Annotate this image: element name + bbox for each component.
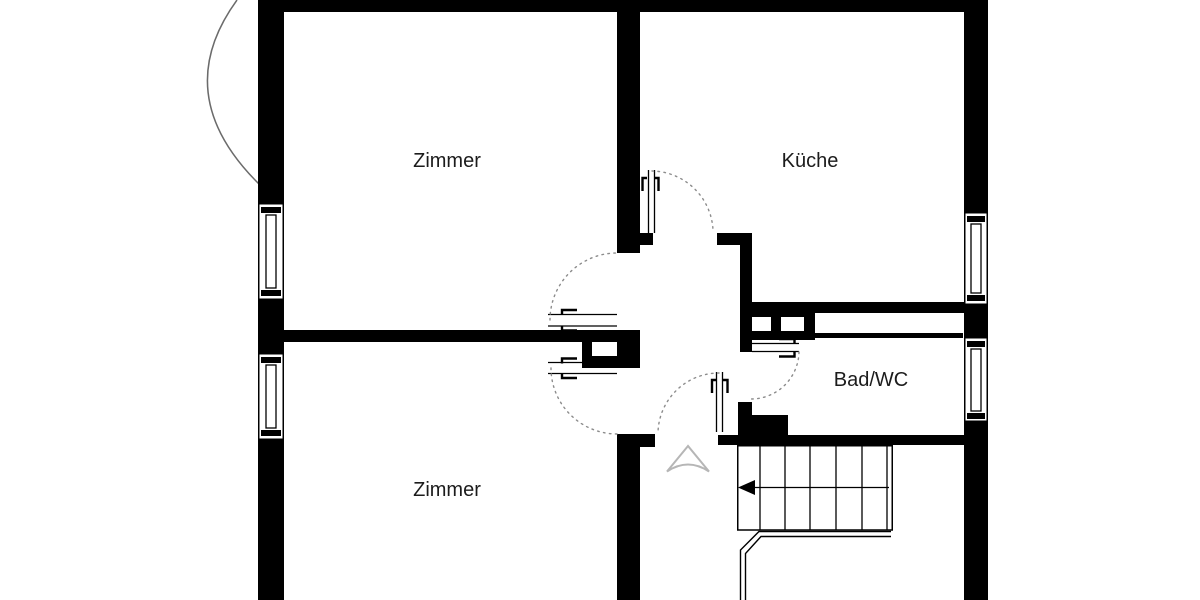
chimney-shaft-opening xyxy=(592,342,617,356)
window-frame xyxy=(964,337,988,422)
badwc-frame-slot-left xyxy=(752,317,771,331)
door-swing-arc xyxy=(549,252,618,321)
window-right-kueche xyxy=(964,212,988,305)
door-leaf xyxy=(647,170,656,233)
window-glazing xyxy=(265,214,277,289)
wall-right-lower xyxy=(964,422,988,600)
wall-left-upper xyxy=(258,0,284,203)
door-kueche-to-hall xyxy=(641,170,714,233)
walls xyxy=(258,0,988,600)
door-swing-arc xyxy=(657,372,720,434)
door-swing-arc-cut-off xyxy=(206,0,261,186)
door-stop-icon xyxy=(641,176,660,191)
wall-left-middle xyxy=(258,300,284,353)
door-zimmer-bottom-to-hall xyxy=(548,357,618,435)
wall-center-lower xyxy=(617,434,640,600)
door-badwc-to-hall xyxy=(750,337,800,400)
room-label-badwc: Bad/WC xyxy=(834,369,908,391)
door-leaf xyxy=(548,361,617,375)
entrance-arrow-icon xyxy=(666,444,710,473)
window-cap xyxy=(967,413,985,419)
door-swing-arc xyxy=(750,351,800,400)
wall-center-door-stub xyxy=(640,233,653,245)
door-stop-icon xyxy=(560,308,577,332)
door-swing-arc xyxy=(651,170,714,231)
window-cap xyxy=(261,430,281,436)
stairs-outline xyxy=(737,445,893,531)
window-glazing xyxy=(970,348,982,412)
door-stop-icon xyxy=(560,357,577,380)
wall-badwc-left-lower xyxy=(738,402,752,443)
wall-right-middle xyxy=(964,305,988,337)
window-cap xyxy=(967,216,985,222)
door-hall-to-stairs xyxy=(657,372,729,434)
stairs-railing-outer xyxy=(739,530,891,600)
room-label-zimmer-bottom: Zimmer xyxy=(413,479,481,501)
badwc-fixture-edge xyxy=(812,333,963,338)
window-left-lower xyxy=(258,353,284,440)
window-frame xyxy=(258,353,284,440)
window-left-upper xyxy=(258,203,284,300)
room-label-kueche: Küche xyxy=(782,150,839,172)
stairs-icon xyxy=(737,445,893,600)
wall-stairs-top xyxy=(718,435,964,445)
wall-hall-bottom-stub xyxy=(640,434,655,447)
door-leaf xyxy=(752,342,799,353)
badwc-duct-block xyxy=(750,415,788,436)
door-leaf xyxy=(548,313,617,327)
window-frame xyxy=(964,212,988,305)
stairs-direction-arrow-icon xyxy=(738,480,755,495)
stairs-railing-inner xyxy=(744,535,891,600)
window-cap xyxy=(261,357,281,363)
window-cap xyxy=(967,295,985,301)
door-zimmer-top-to-hall xyxy=(548,252,618,332)
door-stop-icon xyxy=(710,378,729,393)
door-leaf xyxy=(715,372,724,432)
wall-right-upper xyxy=(964,0,988,212)
window-right-badwc xyxy=(964,337,988,422)
room-label-zimmer-top: Zimmer xyxy=(413,150,481,172)
badwc-frame-slot-right xyxy=(781,317,804,331)
wall-center-upper xyxy=(617,0,640,253)
wall-badwc-top xyxy=(743,302,964,313)
window-glazing xyxy=(265,364,277,429)
wall-room-divider xyxy=(284,330,617,342)
door-swing-arc xyxy=(550,367,618,435)
window-cap xyxy=(967,341,985,347)
window-glazing xyxy=(970,223,982,294)
window-frame xyxy=(258,203,284,300)
window-cap xyxy=(261,290,281,296)
wall-left-lower xyxy=(258,440,284,600)
door-stop-icon xyxy=(779,337,796,358)
window-cap xyxy=(261,207,281,213)
